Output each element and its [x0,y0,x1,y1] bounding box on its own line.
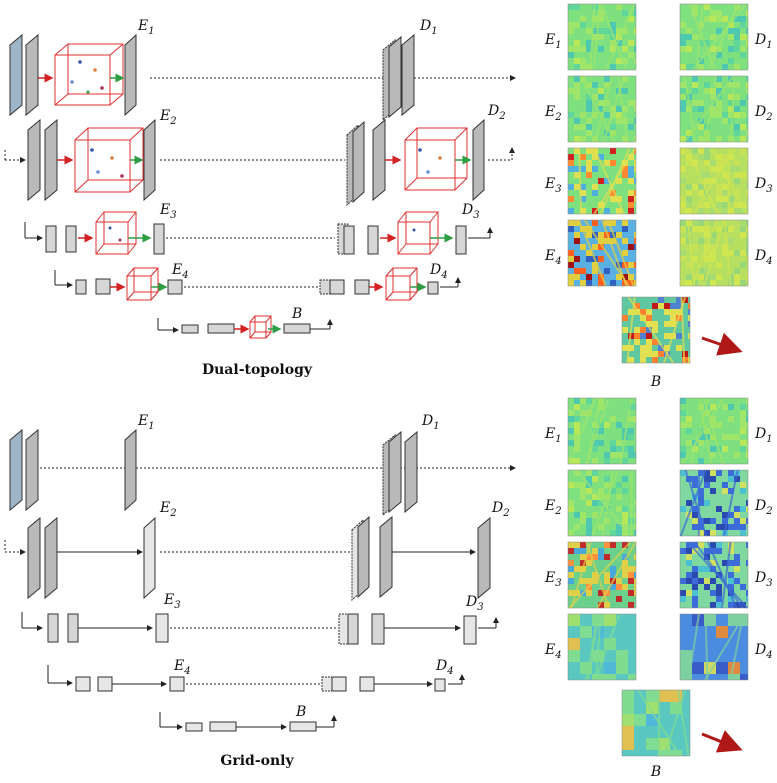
heatmap-tile [679,3,749,71]
heatmap-label-e4: E4 [544,248,562,267]
label-d3: D3 [461,202,480,221]
heatmap-label-b: B [650,764,661,780]
heatmap-label-e1: E1 [544,32,562,51]
heatmap-label-e3: E3 [544,570,562,589]
point-cube-d4 [385,267,418,301]
point-cube-e2 [74,127,144,193]
pointer-arrow-grid [701,730,743,753]
caption-dual-topology: Dual-topology [202,362,313,378]
grid-label-d3: D3 [465,594,484,613]
heatmap-tile [679,75,749,143]
heatmap-tile [621,296,691,364]
caption-grid-only: Grid-only [220,753,294,769]
point-cube-b [249,315,272,339]
heatmap-label-d3: D3 [754,176,773,195]
heatmap-tile [567,3,637,71]
point-cube-e1 [54,43,124,106]
heatmap-label-e4: E4 [544,642,562,661]
grid-label-d4: D4 [435,658,454,677]
heatmap-tile [567,469,637,537]
grid-label-e1: E1 [137,413,155,432]
heatmap-tile [679,541,749,609]
heatmap-label-e3: E3 [544,176,562,195]
label-d2: D2 [487,103,506,122]
heatmap-tile [567,397,637,465]
heatmap-tile [679,219,749,287]
heatmap-label-d4: D4 [754,248,773,267]
grid-label-e2: E2 [159,500,177,519]
pointer-arrow-dual [701,332,743,356]
label-b-grid: B [295,704,306,720]
heatmap-label-e2: E2 [544,104,562,123]
heatmap-label-b: B [650,374,661,390]
heatmap-tile [679,613,749,681]
point-cube-e4 [126,267,159,301]
heatmap-label-d3: D3 [754,570,773,589]
heatmap-label-d4: D4 [754,642,773,661]
heatmap-tile [567,219,637,287]
label-e2: E2 [159,108,177,127]
grid-only-diagram: E1 D1 E2 D2 E3 D3 [4,413,516,769]
label-d1: D1 [419,18,438,37]
point-cube-d3 [397,211,439,255]
grid-label-d2: D2 [491,500,510,519]
grid-label-e3: E3 [163,592,181,611]
label-e1: E1 [137,18,155,37]
heatmap-tile [679,469,749,537]
dual-topology-diagram: E1 D1 E2 [4,18,516,378]
label-e3: E3 [159,202,177,221]
heatmap-label-e1: E1 [544,426,562,445]
heatmap-label-d2: D2 [754,104,773,123]
heatmap-tile [679,147,749,215]
point-cube-e3 [95,211,137,255]
label-b-dual: B [291,306,302,322]
grid-label-d1: D1 [421,413,440,432]
heatmap-tile [567,75,637,143]
heatmap-tile [621,689,691,757]
heatmap-tile [567,541,637,609]
heatmap-tile [679,397,749,465]
grid-label-e4: E4 [173,658,191,677]
heatmap-tile [567,613,637,681]
label-d4: D4 [429,262,448,281]
point-cube-d2 [404,127,468,191]
heatmap-tile [567,147,637,215]
heatmap-label-d2: D2 [754,498,773,517]
heatmap-label-d1: D1 [754,32,773,51]
heatmap-label-d1: D1 [754,426,773,445]
label-e4: E4 [171,262,189,281]
heatmap-label-e2: E2 [544,498,562,517]
